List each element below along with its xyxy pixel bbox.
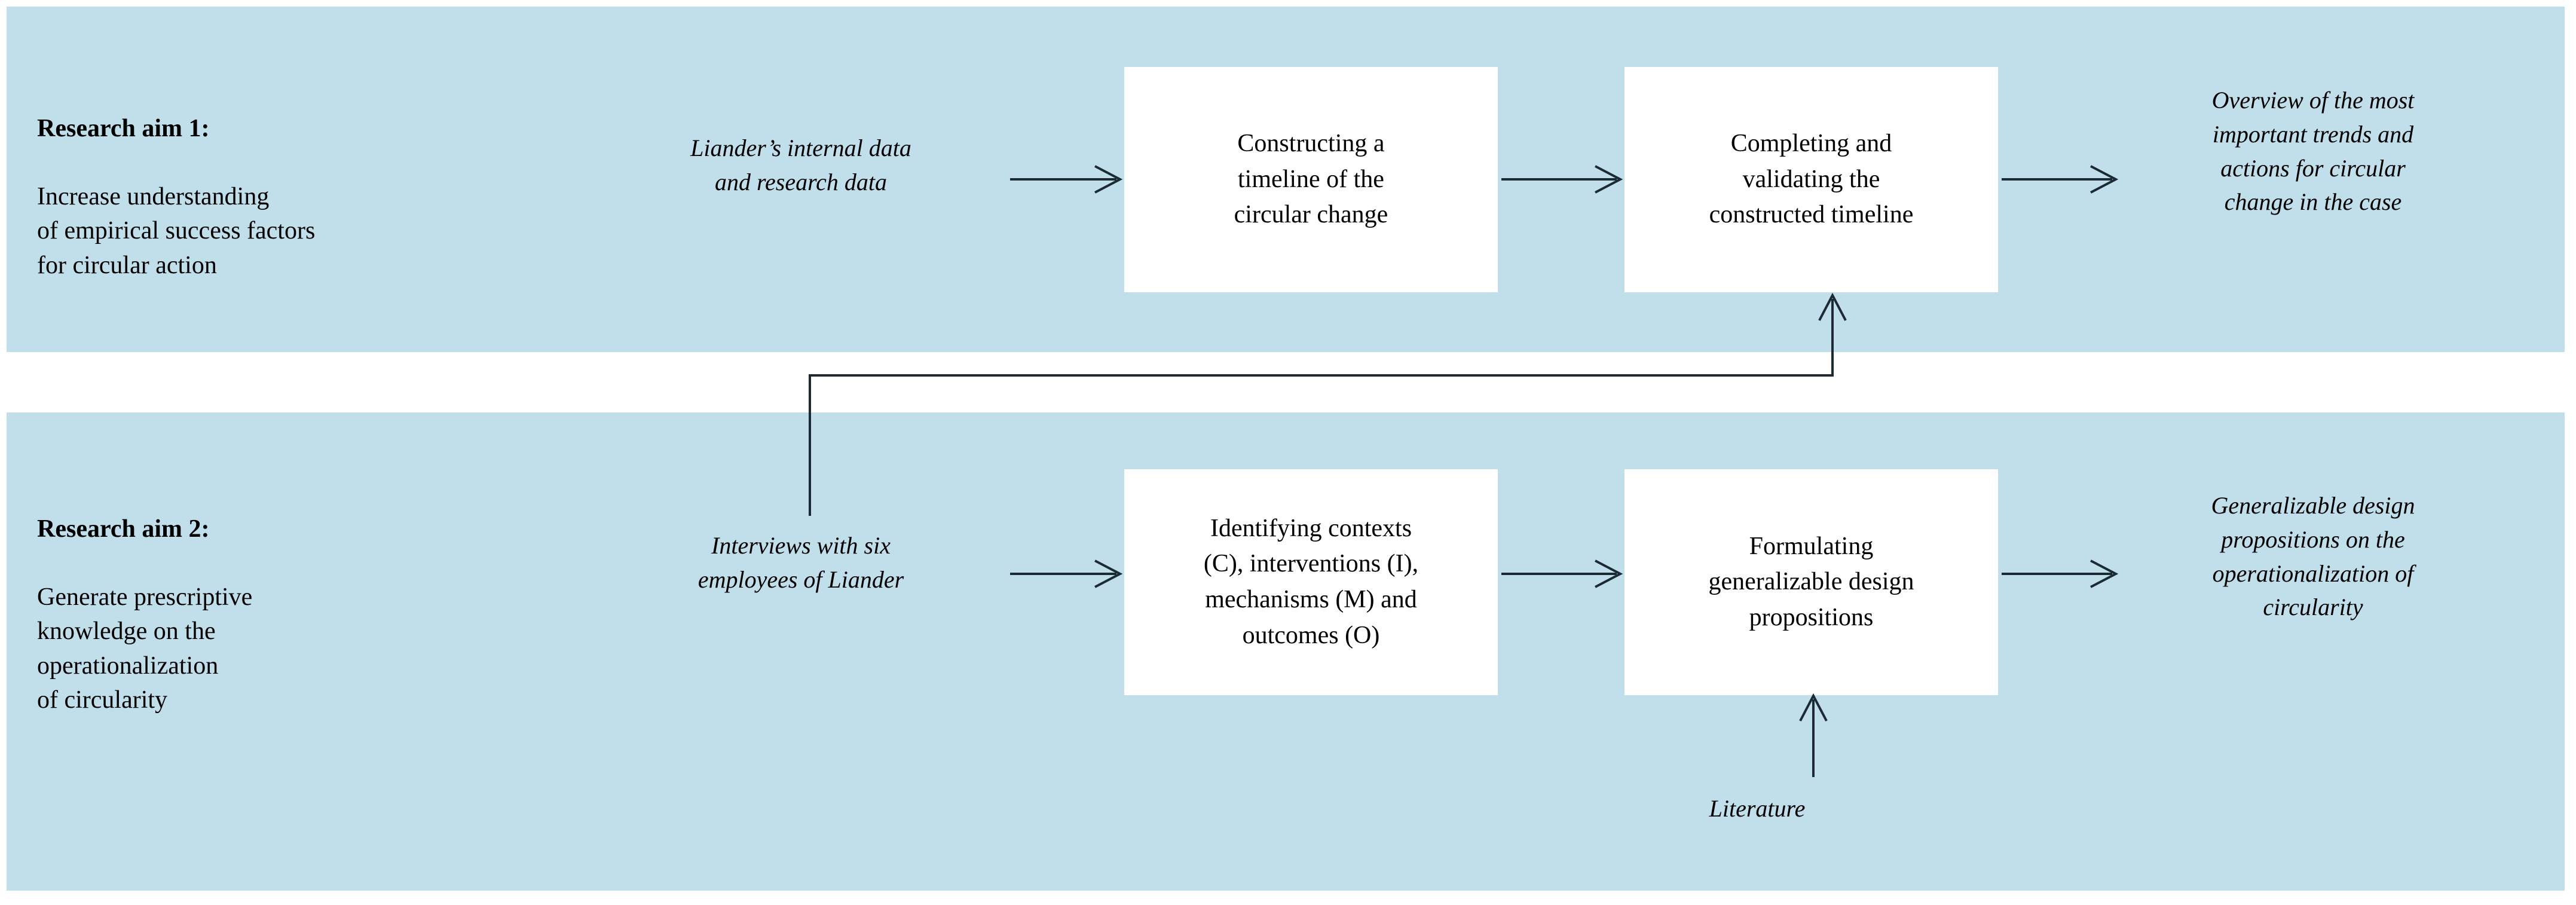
research-aim-2-body: Generate prescriptive knowledge on the o… — [37, 583, 253, 714]
literature-label: Literature — [1709, 795, 1806, 822]
research-aim-2-input-label: Interviews with six employees of Liander — [697, 532, 904, 593]
research-aim-1-body: Increase understanding of empirical succ… — [37, 183, 316, 279]
research-aim-1-title: Research aim 1: — [37, 115, 210, 143]
process-box-formulate-propositions[interactable]: Formulating generalizable design proposi… — [1624, 469, 1998, 695]
research-aim-1-output-label: Overview of the most important trends an… — [2211, 87, 2415, 216]
research-aim-1-input-label: Liander’s internal data and research dat… — [690, 134, 911, 195]
research-aim-1-text: Research aim 1: Increase understanding o… — [37, 78, 491, 283]
process-box-construct-timeline[interactable]: Constructing a timeline of the circular … — [1124, 67, 1498, 292]
research-aim-2-title: Research aim 2: — [37, 515, 210, 543]
research-aim-2-output-label: Generalizable design propositions on the… — [2211, 492, 2415, 621]
process-box-validate-timeline[interactable]: Completing and validating the constructe… — [1624, 67, 1998, 292]
research-aim-2-text: Research aim 2: Generate prescriptive kn… — [37, 478, 491, 717]
process-box-identify-cimo[interactable]: Identifying contexts (C), interventions … — [1124, 469, 1498, 695]
